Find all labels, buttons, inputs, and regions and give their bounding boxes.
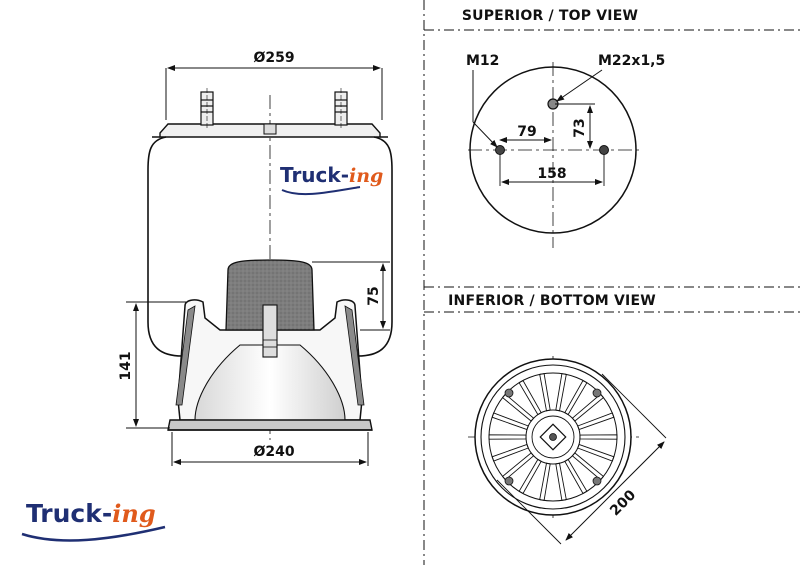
center-bolt xyxy=(262,304,278,358)
dim-offset-79: 79 xyxy=(517,124,536,140)
dim-stud-thread: M12 xyxy=(466,53,499,69)
dim-top-diameter: Ø259 xyxy=(253,50,294,66)
air-fitting-port xyxy=(263,123,277,135)
base-flange xyxy=(167,419,373,431)
dim-offset-73: 73 xyxy=(572,118,588,137)
dim-bottom-diameter: Ø240 xyxy=(253,444,294,460)
bellows-brand: Truck-ing xyxy=(280,163,383,187)
dim-piston-height: 75 xyxy=(366,286,382,305)
stud-hole-right xyxy=(599,145,609,155)
piston-rib xyxy=(564,379,588,416)
dim-spacing-158: 158 xyxy=(537,166,566,182)
bellows-brand-swoosh xyxy=(281,186,361,196)
side-view: Truck-ing xyxy=(147,88,393,440)
frame-lines xyxy=(423,0,800,565)
piston-rib xyxy=(579,434,618,440)
piston-rib xyxy=(491,412,529,431)
piston-rib xyxy=(518,458,542,495)
brand-logo-swoosh xyxy=(21,525,166,542)
dim-bottom-200: 200 xyxy=(607,487,639,519)
dim-height-total: 141 xyxy=(118,351,134,380)
piston-rib xyxy=(539,462,551,501)
bump-stop xyxy=(225,259,315,331)
piston-rib xyxy=(488,434,527,440)
piston-rib xyxy=(577,412,615,431)
top-view-title: SUPERIOR / TOP VIEW xyxy=(462,8,638,24)
brand-logo: Truck-ing xyxy=(21,499,166,542)
bellows xyxy=(147,136,393,357)
piston-rib xyxy=(539,373,551,412)
piston-rib xyxy=(491,443,529,462)
bottom-view-title: INFERIOR / BOTTOM VIEW xyxy=(448,293,656,309)
piston-rib xyxy=(571,393,605,422)
piston-rib xyxy=(518,379,542,416)
top-view xyxy=(468,62,640,248)
piston-rib xyxy=(555,462,567,501)
mounting-stud-right xyxy=(334,88,348,128)
brand-logo-text: Truck-ing xyxy=(26,499,156,528)
side-dimensions xyxy=(126,65,390,466)
piston-rib xyxy=(501,452,535,481)
dim-air-fitting-thread: M22x1,5 xyxy=(598,53,665,69)
mounting-stud-left xyxy=(200,88,214,128)
bottom-view xyxy=(468,356,667,545)
piston-rib xyxy=(555,373,567,412)
